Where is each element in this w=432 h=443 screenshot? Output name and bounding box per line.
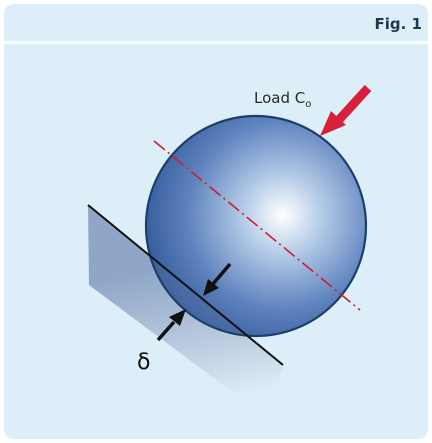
ball bbox=[146, 116, 366, 336]
raceway-surface bbox=[88, 205, 283, 420]
deflection-arrow-bottom-icon bbox=[156, 309, 186, 342]
load-arrow-icon bbox=[320, 84, 372, 136]
figure-label: Fig. 1 bbox=[374, 15, 422, 33]
deflection-label: δ bbox=[137, 350, 150, 375]
load-label: Load Co bbox=[254, 89, 311, 110]
deflection-arrow-top-icon bbox=[203, 262, 232, 296]
ball-outline bbox=[144, 114, 368, 338]
centerline bbox=[153, 140, 361, 311]
raceway-line bbox=[87, 204, 284, 366]
header-divider bbox=[4, 41, 428, 44]
